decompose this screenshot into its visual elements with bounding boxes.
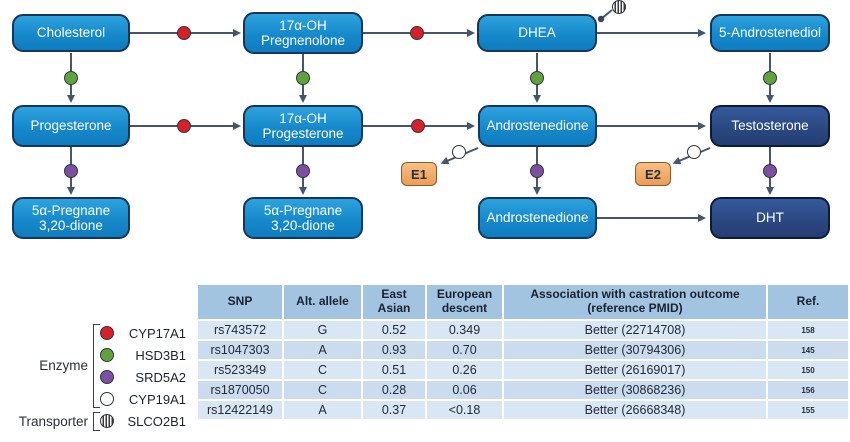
european-cell: 0.349 <box>427 321 502 339</box>
ref-cell: 155 <box>768 401 848 419</box>
cyp19a1-circle-icon <box>452 145 466 159</box>
col-header-association: Association with castration outcome (ref… <box>504 285 766 319</box>
alt-allele-cell: G <box>284 321 361 339</box>
node-17a-oh-pregnenolone: 17α-OH Pregnenolone <box>243 12 363 54</box>
table-header-row: SNP Alt. allele East Asian European desc… <box>198 285 848 319</box>
gene-legend-row: HSD3B1 <box>100 344 186 366</box>
alt-allele-cell: A <box>284 401 361 419</box>
dhea-corner-dot <box>597 15 605 23</box>
gene-label: SRD5A2 <box>135 369 186 385</box>
node-17a-oh-progesterone: 17α-OH Progesterone <box>243 105 363 147</box>
snp-cell: rs1047303 <box>198 341 282 359</box>
slco2b1-circle-icon <box>100 414 114 428</box>
gene-label: SLCO2B1 <box>127 413 186 429</box>
hsd3b1-circle-icon <box>100 348 114 362</box>
european-cell: 0.26 <box>427 361 502 379</box>
cyp19a1-circle-icon <box>687 145 701 159</box>
cyp17a1-circle-icon <box>410 26 424 40</box>
node-androstenedione: Androstenedione <box>478 197 597 239</box>
ref-cell: 156 <box>768 381 848 399</box>
node-5a-pregnane-dione: 5α-Pregnane 3,20-dione <box>243 197 363 239</box>
col-header-ref: Ref. <box>768 285 848 319</box>
table-row: rs743572 G 0.52 0.349 Better (22714708) … <box>198 321 848 339</box>
node-5a-pregnane-dione: 5α-Pregnane 3,20-dione <box>12 197 130 239</box>
association-cell: Better (22714708) <box>504 321 766 339</box>
srd5a2-circle-icon <box>100 370 114 384</box>
east-asian-cell: 0.52 <box>363 321 425 339</box>
gene-label: CYP19A1 <box>128 391 186 407</box>
table-row: rs12422149 A 0.37 <0.18 Better (26668348… <box>198 401 848 419</box>
east-asian-cell: 0.93 <box>363 341 425 359</box>
gene-legend-row: CYP19A1 <box>100 388 186 410</box>
cyp17a1-circle-icon <box>100 326 114 340</box>
col-header-alt-allele: Alt. allele <box>284 285 361 319</box>
srd5a2-circle-icon <box>64 164 78 178</box>
alt-allele-cell: C <box>284 381 361 399</box>
node-dht: DHT <box>710 197 830 239</box>
east-asian-cell: 0.28 <box>363 381 425 399</box>
hsd3b1-circle-icon <box>530 71 544 85</box>
enzyme-group-label: Enzyme <box>39 358 88 373</box>
cyp17a1-circle-icon <box>177 26 191 40</box>
srd5a2-circle-icon <box>296 164 310 178</box>
col-header-east-asian: East Asian <box>363 285 425 319</box>
alt-allele-cell: A <box>284 341 361 359</box>
transporter-group-label: Transporter <box>18 414 88 429</box>
estradiol-e2-box: E2 <box>635 162 671 186</box>
node-progesterone: Progesterone <box>12 105 130 147</box>
hsd3b1-circle-icon <box>64 71 78 85</box>
table-row: rs523349 C 0.51 0.26 Better (26169017) 1… <box>198 361 848 379</box>
european-cell: 0.06 <box>427 381 502 399</box>
enzyme-bracket <box>93 324 100 408</box>
cyp17a1-circle-icon <box>411 119 425 133</box>
gene-legend-row: CYP17A1 <box>100 322 186 344</box>
node-androstenedione: Androstenedione <box>478 105 597 147</box>
snp-cell: rs523349 <box>198 361 282 379</box>
gene-legend-row: SRD5A2 <box>100 366 186 388</box>
hsd3b1-circle-icon <box>763 71 777 85</box>
cyp17a1-circle-icon <box>177 119 191 133</box>
col-header-snp: SNP <box>198 285 282 319</box>
table-row: rs1047303 A 0.93 0.70 Better (30794306) … <box>198 341 848 359</box>
gene-label: CYP17A1 <box>128 325 186 341</box>
snp-cell: rs743572 <box>198 321 282 339</box>
node-testosterone: Testosterone <box>710 105 830 147</box>
gene-legend-row: SLCO2B1 <box>100 410 186 432</box>
ref-cell: 145 <box>768 341 848 359</box>
node-5-androstenediol: 5-Androstenediol <box>710 14 830 52</box>
snp-cell: rs12422149 <box>198 401 282 419</box>
east-asian-cell: 0.37 <box>363 401 425 419</box>
srd5a2-circle-icon <box>763 164 777 178</box>
hsd3b1-circle-icon <box>296 71 310 85</box>
association-cell: Better (26668348) <box>504 401 766 419</box>
estrone-e1-box: E1 <box>401 162 437 186</box>
node-cholesterol: Cholesterol <box>12 14 130 52</box>
european-cell: 0.70 <box>427 341 502 359</box>
snp-cell: rs1870050 <box>198 381 282 399</box>
col-header-european: European descent <box>427 285 502 319</box>
gene-label: HSD3B1 <box>135 347 186 363</box>
ref-cell: 158 <box>768 321 848 339</box>
association-cell: Better (30794306) <box>504 341 766 359</box>
european-cell: <0.18 <box>427 401 502 419</box>
cyp19a1-circle-icon <box>100 392 114 406</box>
slco2b1-circle-icon <box>612 0 626 14</box>
association-cell: Better (26169017) <box>504 361 766 379</box>
node-dhea: DHEA <box>477 14 597 52</box>
east-asian-cell: 0.51 <box>363 361 425 379</box>
ref-cell: 150 <box>768 361 848 379</box>
transporter-bracket <box>93 412 100 431</box>
alt-allele-cell: C <box>284 361 361 379</box>
srd5a2-circle-icon <box>530 164 544 178</box>
snp-table: SNP Alt. allele East Asian European desc… <box>196 283 850 421</box>
association-cell: Better (30868236) <box>504 381 766 399</box>
table-row: rs1870050 C 0.28 0.06 Better (30868236) … <box>198 381 848 399</box>
